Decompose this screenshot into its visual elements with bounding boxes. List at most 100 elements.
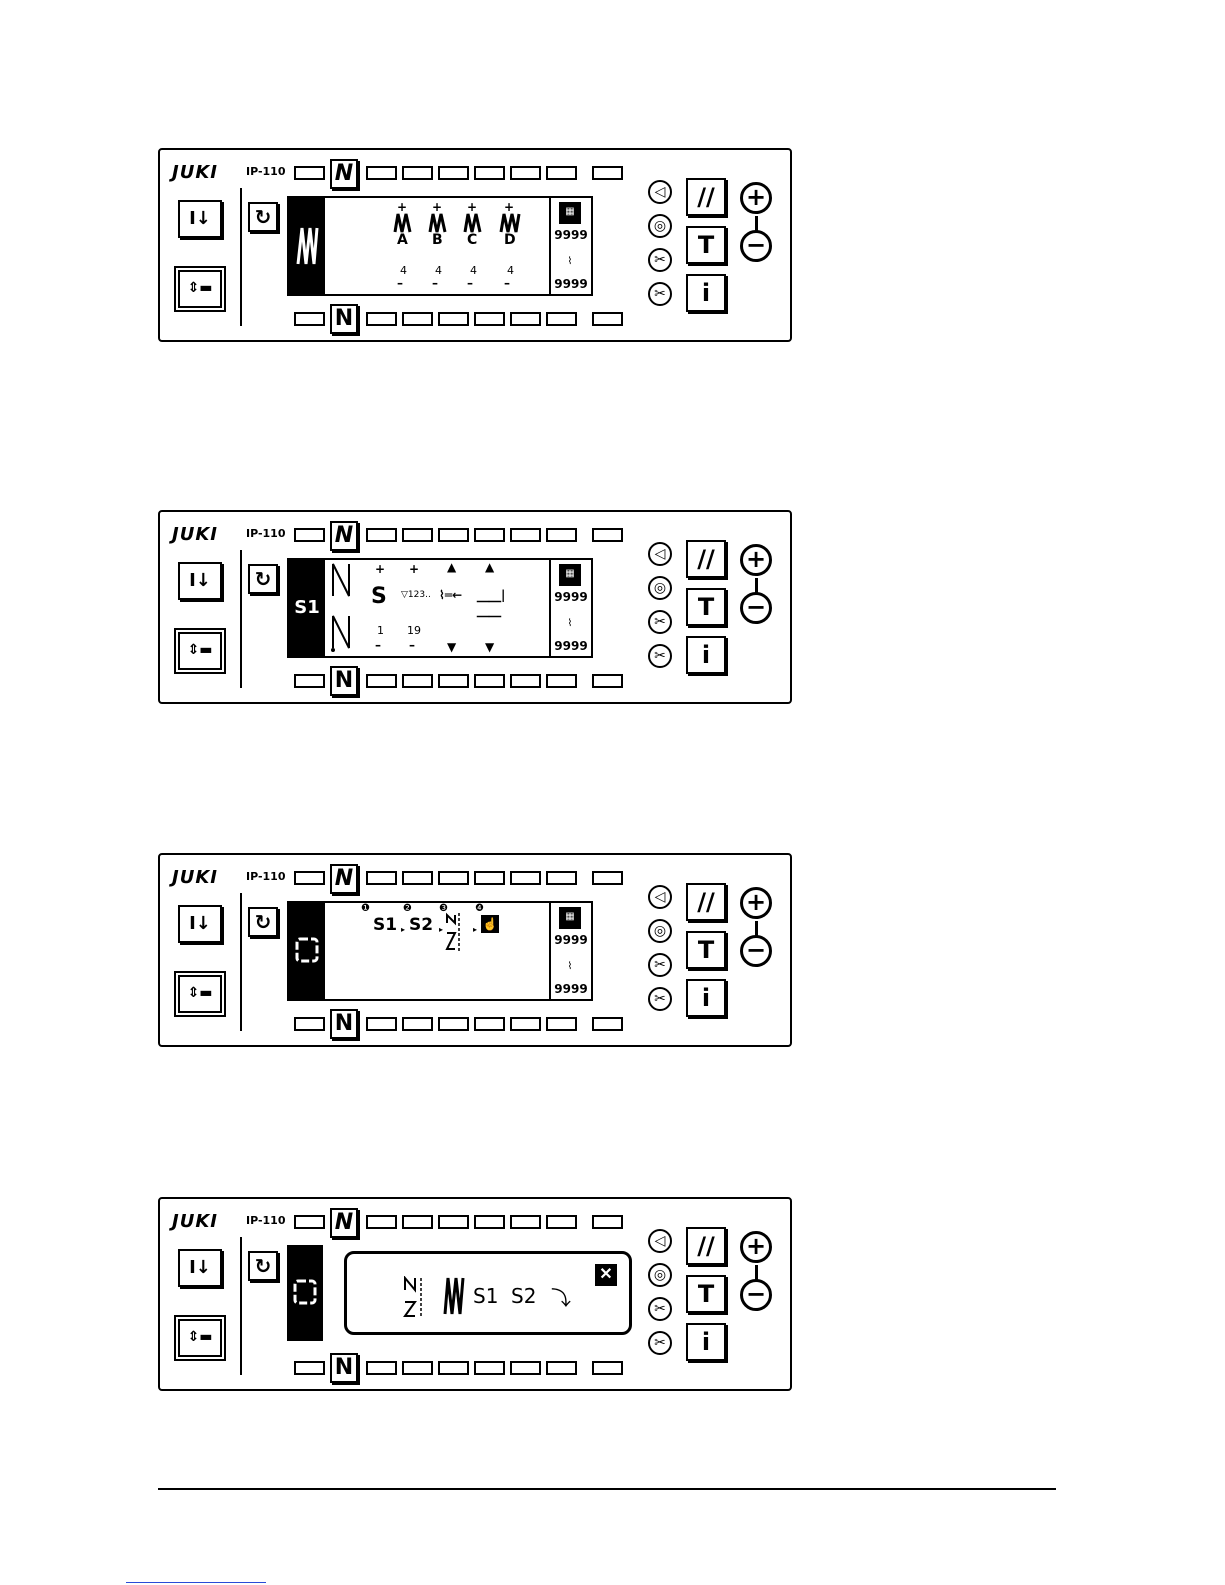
close-icon[interactable]: ✕ xyxy=(595,1264,617,1286)
n-lower-button[interactable]: N xyxy=(330,304,358,334)
function-key-2[interactable] xyxy=(366,1215,397,1229)
function-key-10[interactable] xyxy=(366,312,397,326)
function-key-8[interactable] xyxy=(592,528,623,542)
dialog-item-s1[interactable]: S1 xyxy=(473,1284,499,1308)
plus-button[interactable]: + xyxy=(740,887,772,919)
function-key-11[interactable] xyxy=(402,674,433,688)
function-key-7[interactable] xyxy=(546,528,577,542)
thread-trim-button[interactable]: I↓ xyxy=(178,1249,222,1287)
function-key-6[interactable] xyxy=(510,528,541,542)
function-key-9[interactable] xyxy=(294,1361,325,1375)
param-needle[interactable]: ▲ ⎽⎽|⎽⎽ ▼ xyxy=(475,560,509,656)
winder-icon[interactable]: ◎ xyxy=(648,919,672,943)
function-key-16[interactable] xyxy=(592,1017,623,1031)
function-key-5[interactable] xyxy=(474,166,505,180)
function-key-4[interactable] xyxy=(438,528,469,542)
function-key-15[interactable] xyxy=(546,1017,577,1031)
scissors-icon[interactable]: ✂ xyxy=(648,953,672,977)
w-stitch-tab[interactable] xyxy=(289,198,325,294)
function-key-1[interactable] xyxy=(294,871,325,885)
param-s[interactable]: + S 1 – xyxy=(367,560,395,656)
function-key-12[interactable] xyxy=(438,1361,469,1375)
presser-foot-button[interactable]: ⇕▬ xyxy=(174,628,226,674)
n-upper-button[interactable]: N xyxy=(330,521,358,551)
thread-trim-button[interactable]: I↓ xyxy=(178,562,222,600)
column-c[interactable]: + C 4 – xyxy=(457,198,487,294)
info-button[interactable]: i xyxy=(686,1323,726,1361)
column-d[interactable]: + D 4 – xyxy=(492,198,526,294)
presser-foot-button[interactable]: ⇕▬ xyxy=(174,266,226,312)
param-counter[interactable]: + ▽123.. 19 – xyxy=(401,560,433,656)
function-key-11[interactable] xyxy=(402,312,433,326)
function-key-13[interactable] xyxy=(474,1361,505,1375)
function-key-9[interactable] xyxy=(294,312,325,326)
function-key-5[interactable] xyxy=(474,871,505,885)
function-key-6[interactable] xyxy=(510,1215,541,1229)
function-key-5[interactable] xyxy=(474,528,505,542)
t-button[interactable]: T xyxy=(686,931,726,969)
column-b[interactable]: + B 4 – xyxy=(422,198,452,294)
function-key-6[interactable] xyxy=(510,166,541,180)
function-key-1[interactable] xyxy=(294,166,325,180)
function-key-7[interactable] xyxy=(546,166,577,180)
function-key-4[interactable] xyxy=(438,871,469,885)
rotate-button[interactable]: ↻ xyxy=(248,907,278,937)
reset-button[interactable]: // xyxy=(686,883,726,921)
function-key-3[interactable] xyxy=(402,1215,433,1229)
minus-button[interactable]: − xyxy=(740,230,772,262)
function-key-9[interactable] xyxy=(294,1017,325,1031)
cycle-tab[interactable] xyxy=(287,1245,323,1341)
t-button[interactable]: T xyxy=(686,226,726,264)
n-lower-button[interactable]: N xyxy=(330,666,358,696)
rotate-button[interactable]: ↻ xyxy=(248,202,278,232)
function-key-10[interactable] xyxy=(366,1017,397,1031)
function-key-14[interactable] xyxy=(510,674,541,688)
param-feed[interactable]: ▲ ⌇═← ▼ xyxy=(437,560,471,656)
function-key-8[interactable] xyxy=(592,871,623,885)
w-stitch-icon[interactable] xyxy=(443,1276,465,1316)
function-key-2[interactable] xyxy=(366,871,397,885)
plus-button[interactable]: + xyxy=(740,1231,772,1263)
n-lower-button[interactable]: N xyxy=(330,1009,358,1039)
function-key-12[interactable] xyxy=(438,312,469,326)
function-key-7[interactable] xyxy=(546,871,577,885)
s1-tab[interactable]: S1 xyxy=(289,560,325,656)
function-key-5[interactable] xyxy=(474,1215,505,1229)
function-key-3[interactable] xyxy=(402,166,433,180)
reset-button[interactable]: // xyxy=(686,540,726,578)
function-key-11[interactable] xyxy=(402,1017,433,1031)
rotate-button[interactable]: ↻ xyxy=(248,1251,278,1281)
ready-icon[interactable]: ◁ xyxy=(648,885,672,909)
function-key-1[interactable] xyxy=(294,1215,325,1229)
scissors-icon[interactable]: ✂ xyxy=(648,644,672,668)
function-key-12[interactable] xyxy=(438,674,469,688)
ready-icon[interactable]: ◁ xyxy=(648,542,672,566)
scissors-icon[interactable]: ✂ xyxy=(648,282,672,306)
t-button[interactable]: T xyxy=(686,1275,726,1313)
function-key-8[interactable] xyxy=(592,1215,623,1229)
function-key-14[interactable] xyxy=(510,312,541,326)
cycle-step-4[interactable]: ❹ ☝ xyxy=(475,903,505,943)
t-button[interactable]: T xyxy=(686,588,726,626)
function-key-3[interactable] xyxy=(402,528,433,542)
column-a[interactable]: + A 4 – xyxy=(387,198,417,294)
function-key-12[interactable] xyxy=(438,1017,469,1031)
cycle-step-3[interactable]: ❸ xyxy=(439,903,469,953)
function-key-3[interactable] xyxy=(402,871,433,885)
scissors-icon[interactable]: ✂ xyxy=(648,1297,672,1321)
n-upper-button[interactable]: N xyxy=(330,159,358,189)
function-key-14[interactable] xyxy=(510,1017,541,1031)
function-key-15[interactable] xyxy=(546,674,577,688)
n-lower-button[interactable]: N xyxy=(330,1353,358,1383)
function-key-13[interactable] xyxy=(474,312,505,326)
reset-button[interactable]: // xyxy=(686,178,726,216)
plus-button[interactable]: + xyxy=(740,182,772,214)
winder-icon[interactable]: ◎ xyxy=(648,576,672,600)
function-key-16[interactable] xyxy=(592,674,623,688)
function-key-10[interactable] xyxy=(366,1361,397,1375)
presser-foot-button[interactable]: ⇕▬ xyxy=(174,971,226,1017)
n-upper-button[interactable]: N xyxy=(330,864,358,894)
info-button[interactable]: i xyxy=(686,274,726,312)
rotate-button[interactable]: ↻ xyxy=(248,564,278,594)
function-key-10[interactable] xyxy=(366,674,397,688)
